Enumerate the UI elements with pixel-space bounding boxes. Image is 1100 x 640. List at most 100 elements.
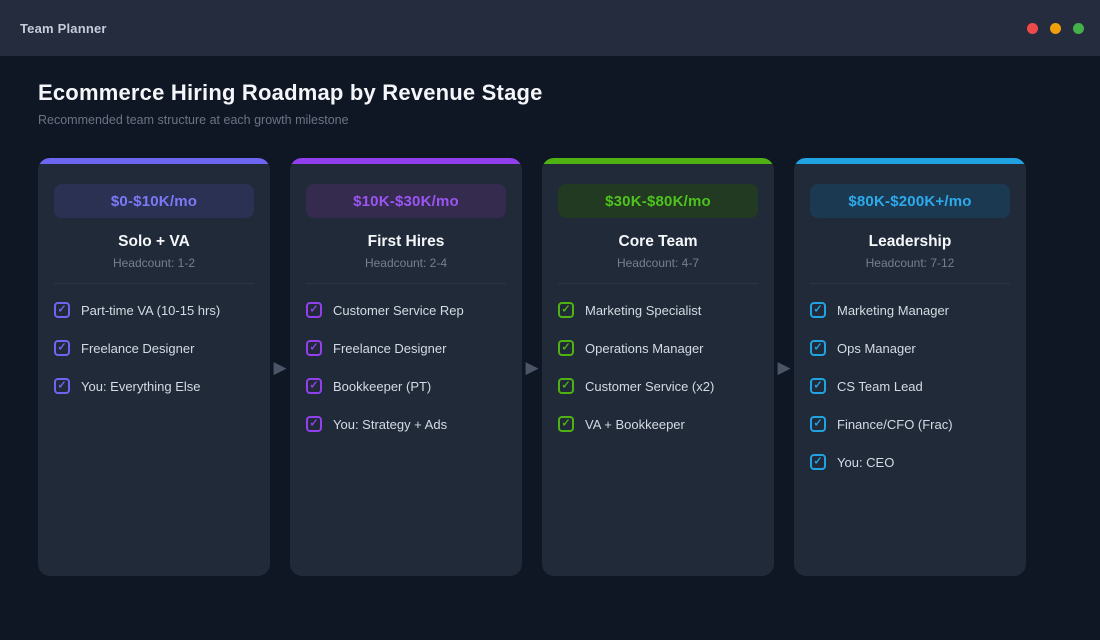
checkbox-checked-icon[interactable]: ✓ (306, 302, 322, 318)
role-item: ✓ Marketing Manager (810, 301, 1010, 319)
check-icon: ✓ (561, 417, 571, 429)
role-label: Finance/CFO (Frac) (837, 416, 953, 432)
app-title: Team Planner (20, 20, 107, 36)
role-label: You: CEO (837, 454, 895, 470)
check-icon: ✓ (813, 417, 823, 429)
check-icon: ✓ (813, 341, 823, 353)
headcount-label: Headcount: 4-7 (616, 256, 700, 270)
checkbox-checked-icon[interactable]: ✓ (810, 302, 826, 318)
check-icon: ✓ (561, 341, 571, 353)
role-item: ✓ Bookkeeper (PT) (306, 377, 506, 395)
checkbox-checked-icon[interactable]: ✓ (810, 340, 826, 356)
role-item: ✓ You: Everything Else (54, 377, 254, 395)
checkbox-checked-icon[interactable]: ✓ (306, 416, 322, 432)
role-list: ✓ Marketing Manager ✓ Ops Manager ✓ CS T… (810, 301, 1010, 491)
role-label: Customer Service Rep (333, 302, 464, 318)
headcount-label: Headcount: 2-4 (364, 256, 448, 270)
checkbox-checked-icon[interactable]: ✓ (306, 340, 322, 356)
checkbox-checked-icon[interactable]: ✓ (558, 340, 574, 356)
role-label: Part-time VA (10-15 hrs) (81, 302, 221, 318)
check-icon: ✓ (57, 379, 67, 391)
stage-card-first-hires: $10K-$30K/mo First Hires Headcount: 2-4 … (290, 158, 522, 576)
stage-card-body: $10K-$30K/mo First Hires Headcount: 2-4 … (290, 164, 522, 576)
arrow-right-icon: ▶ (525, 357, 539, 377)
stage-name: Solo + VA (118, 233, 190, 250)
revenue-range-badge: $30K-$80K/mo (558, 184, 758, 218)
role-item: ✓ Finance/CFO (Frac) (810, 415, 1010, 433)
checkbox-checked-icon[interactable]: ✓ (558, 378, 574, 394)
checkbox-checked-icon[interactable]: ✓ (558, 302, 574, 318)
stage-card-body: $30K-$80K/mo Core Team Headcount: 4-7 ✓ … (542, 164, 774, 576)
check-icon: ✓ (813, 455, 823, 467)
role-list: ✓ Customer Service Rep ✓ Freelance Desig… (306, 301, 506, 453)
revenue-range-badge: $80K-$200K+/mo (810, 184, 1010, 218)
role-item: ✓ Operations Manager (558, 339, 758, 357)
stage-card-body: $80K-$200K+/mo Leadership Headcount: 7-1… (794, 164, 1026, 576)
role-label: CS Team Lead (837, 378, 923, 394)
stage-name: Leadership (868, 233, 952, 250)
checkbox-checked-icon[interactable]: ✓ (54, 378, 70, 394)
role-label: Freelance Designer (81, 340, 195, 356)
stage-name: Core Team (618, 233, 698, 250)
role-item: ✓ You: Strategy + Ads (306, 415, 506, 433)
stage-arrow: ▶ (774, 158, 794, 576)
check-icon: ✓ (561, 303, 571, 315)
stage-arrow: ▶ (522, 158, 542, 576)
headcount-label: Headcount: 7-12 (865, 256, 955, 270)
role-item: ✓ Freelance Designer (306, 339, 506, 357)
checkbox-checked-icon[interactable]: ✓ (810, 454, 826, 470)
role-label: Bookkeeper (PT) (333, 378, 432, 394)
role-label: Marketing Specialist (585, 302, 702, 318)
checkbox-checked-icon[interactable]: ✓ (810, 378, 826, 394)
check-icon: ✓ (561, 379, 571, 391)
check-icon: ✓ (57, 303, 67, 315)
role-label: Customer Service (x2) (585, 378, 715, 394)
stage-accent-bar (542, 158, 774, 164)
role-item: ✓ You: CEO (810, 453, 1010, 471)
revenue-range-badge: $10K-$30K/mo (306, 184, 506, 218)
stages-board: $0-$10K/mo Solo + VA Headcount: 1-2 ✓ Pa… (38, 158, 1062, 576)
traffic-light-red-icon[interactable] (1027, 22, 1038, 34)
revenue-range-badge: $0-$10K/mo (54, 184, 254, 218)
check-icon: ✓ (309, 303, 319, 315)
checkbox-checked-icon[interactable]: ✓ (558, 416, 574, 432)
checkbox-checked-icon[interactable]: ✓ (54, 302, 70, 318)
stage-accent-bar (38, 158, 270, 164)
role-item: ✓ Freelance Designer (54, 339, 254, 357)
role-label: Operations Manager (585, 340, 704, 356)
checkbox-checked-icon[interactable]: ✓ (54, 340, 70, 356)
headcount-label: Headcount: 1-2 (112, 256, 196, 270)
checkbox-checked-icon[interactable]: ✓ (810, 416, 826, 432)
stage-card-core-team: $30K-$80K/mo Core Team Headcount: 4-7 ✓ … (542, 158, 774, 576)
traffic-light-green-icon[interactable] (1073, 22, 1084, 34)
stage-card-body: $0-$10K/mo Solo + VA Headcount: 1-2 ✓ Pa… (38, 164, 270, 576)
check-icon: ✓ (309, 341, 319, 353)
traffic-lights (1027, 22, 1084, 34)
divider (810, 283, 1010, 284)
arrow-right-icon: ▶ (777, 357, 791, 377)
page-title: Ecommerce Hiring Roadmap by Revenue Stag… (38, 80, 543, 105)
role-label: VA + Bookkeeper (585, 416, 685, 432)
role-item: ✓ Part-time VA (10-15 hrs) (54, 301, 254, 319)
stage-name: First Hires (367, 233, 445, 250)
traffic-light-yellow-icon[interactable] (1050, 22, 1061, 34)
checkbox-checked-icon[interactable]: ✓ (306, 378, 322, 394)
stage-arrow: ▶ (270, 158, 290, 576)
check-icon: ✓ (309, 417, 319, 429)
role-list: ✓ Part-time VA (10-15 hrs) ✓ Freelance D… (54, 301, 254, 415)
check-icon: ✓ (813, 303, 823, 315)
divider (54, 283, 254, 284)
role-list: ✓ Marketing Specialist ✓ Operations Mana… (558, 301, 758, 453)
role-item: ✓ VA + Bookkeeper (558, 415, 758, 433)
role-item: ✓ Customer Service (x2) (558, 377, 758, 395)
page-subtitle: Recommended team structure at each growt… (38, 113, 349, 127)
stage-accent-bar (290, 158, 522, 164)
role-label: You: Strategy + Ads (333, 416, 448, 432)
titlebar: Team Planner (0, 0, 1100, 56)
role-label: Freelance Designer (333, 340, 447, 356)
check-icon: ✓ (813, 379, 823, 391)
stage-card-leadership: $80K-$200K+/mo Leadership Headcount: 7-1… (794, 158, 1026, 576)
arrow-right-icon: ▶ (273, 357, 287, 377)
role-item: ✓ CS Team Lead (810, 377, 1010, 395)
